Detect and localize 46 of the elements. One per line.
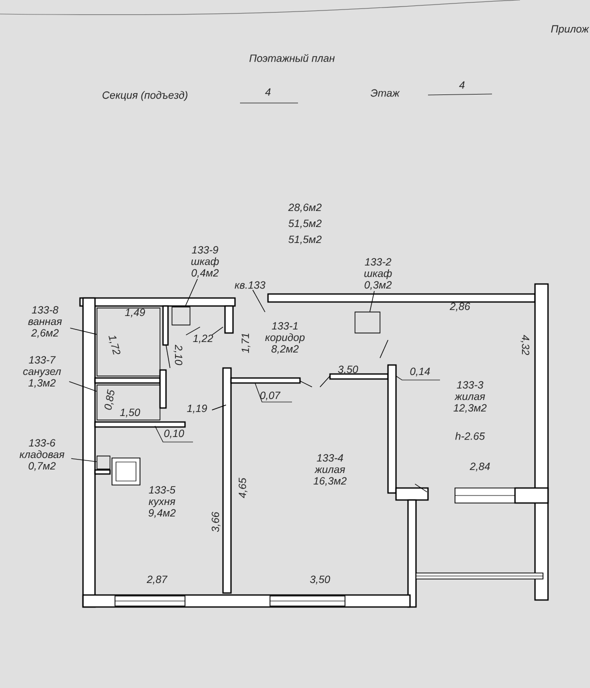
field-caption: Секция (подъезд) — [102, 91, 188, 101]
dimension-text: 3,50 — [310, 576, 330, 584]
leader-line — [70, 458, 97, 462]
area-value: 28,6м2 — [288, 204, 322, 212]
leader-line — [370, 290, 375, 312]
dimension-text: 0,85 — [104, 389, 114, 410]
leader-line — [68, 381, 97, 392]
closet-box — [354, 312, 380, 334]
room-label: кв.133 — [234, 281, 266, 289]
closet-box — [172, 306, 190, 326]
room-label: 133-3 жилая 12,3м2 — [454, 381, 487, 413]
leader-line — [252, 290, 266, 312]
field-caption: Этаж — [370, 89, 400, 97]
room-label: 133-9 шкаф 0,4м2 — [191, 246, 219, 278]
room-outline — [96, 456, 110, 470]
room-label: h-2.65 — [455, 432, 485, 440]
area-value: 51,5м2 — [288, 236, 322, 244]
dimension-text: 4,32 — [520, 334, 530, 356]
room-label: 133-7 санузел 1,3м2 — [23, 356, 61, 388]
room-label: 133-5 кухня 9,4м2 — [148, 486, 176, 518]
room-outline — [96, 308, 160, 376]
dimension-text: 0,07 — [260, 392, 281, 400]
dimension-text: 1,19 — [187, 404, 207, 414]
room-label: 133-4 жилая 16,3м2 — [314, 454, 347, 486]
dimension-text: 1,49 — [125, 308, 145, 318]
dimension-text: 1,50 — [120, 408, 140, 418]
room-label: 133-2 шкаф 0,3м2 — [364, 258, 392, 290]
dimension-text: 3,66 — [212, 512, 220, 532]
dimension-text: 4,65 — [238, 478, 248, 498]
dimension-text: 2,87 — [146, 576, 168, 584]
leader-line — [70, 328, 97, 335]
field-value: 4 — [459, 81, 465, 89]
area-value: 51,5м2 — [288, 220, 322, 228]
room-outline — [96, 384, 160, 420]
dimension-text: 2,10 — [174, 344, 182, 366]
dimension-text: 2,84 — [470, 462, 490, 472]
field-value: 4 — [265, 88, 271, 96]
room-label: 133-1 коридор 8,2м2 — [265, 322, 305, 354]
dimension-text: 0,14 — [410, 368, 430, 376]
page-heading: Прилож — [551, 25, 590, 35]
dimension-text: 1,71 — [242, 334, 250, 353]
dimension-text: 1,72 — [108, 336, 120, 355]
dimension-text: 2,86 — [450, 302, 470, 312]
room-label: 133-8 ванная 2,6м2 — [28, 306, 62, 338]
room-label: 133-6 кладовая 0,7м2 — [20, 439, 64, 471]
plan-title: Поэтажный план — [249, 54, 335, 62]
